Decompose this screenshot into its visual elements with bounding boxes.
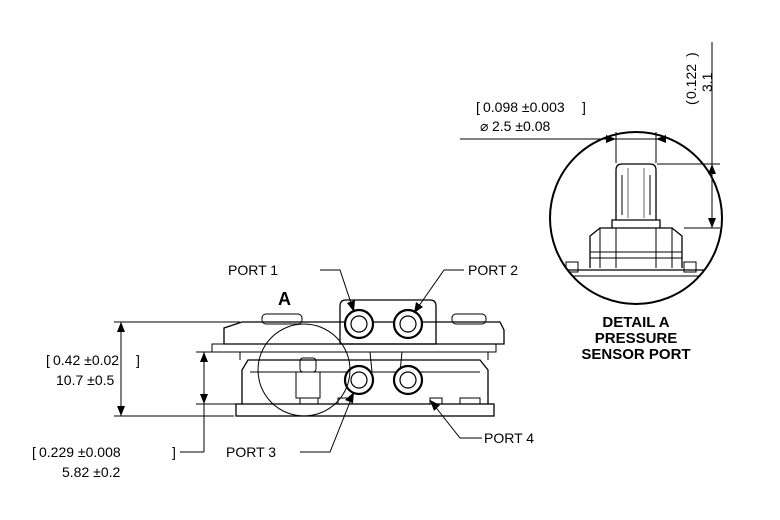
base-height-in: 0.229 ±0.008 xyxy=(39,444,121,460)
overall-height-in-bracket-close: ] xyxy=(136,352,140,368)
diameter-symbol-icon: ⌀ xyxy=(480,118,489,134)
overall-height-mm: 10.7 ±0.5 xyxy=(56,372,114,388)
base-height-in-bracket: [ xyxy=(32,444,36,460)
detail-a-sensor-port-drawing xyxy=(550,163,722,277)
detail-a-callout-label: A xyxy=(278,289,291,309)
detail-subtitle-line1: PRESSURE xyxy=(595,330,678,347)
detail-subtitle-line2: SENSOR PORT xyxy=(581,346,690,363)
port-1-label: PORT 1 xyxy=(228,262,278,278)
base-height-in-bracket-close: ] xyxy=(172,444,176,460)
detail-diameter-in-bracket: [ xyxy=(476,99,480,115)
detail-height-in-bracket: ( xyxy=(683,100,699,105)
detail-diameter-mm: 2.5 ±0.08 xyxy=(492,118,550,134)
detail-height-mm: 3.1 xyxy=(699,72,715,92)
overall-height-in: 0.42 ±0.02 xyxy=(53,352,119,368)
detail-title: DETAIL A xyxy=(602,314,669,331)
detail-a-callout-circle xyxy=(257,323,351,417)
port-2-label: PORT 2 xyxy=(468,262,518,278)
base-height-mm: 5.82 ±0.2 xyxy=(62,464,120,480)
detail-a-view: [ 0.098 ±0.003 ] ⌀ 2.5 ±0.08 ( 0.122 ) 3… xyxy=(460,42,723,363)
detail-height-in: 0.122 xyxy=(683,64,699,99)
detail-a-circle xyxy=(549,131,723,305)
detail-height-in-bracket-close: ) xyxy=(683,52,699,57)
overall-height-in-bracket: [ xyxy=(46,352,50,368)
port-4-label: PORT 4 xyxy=(484,430,534,446)
port-3-label: PORT 3 xyxy=(226,444,276,460)
detail-diameter-in-bracket-close: ] xyxy=(582,99,586,115)
main-view: A PORT 1 PORT 2 PORT 3 PORT 4 [ 0.42 ±0.… xyxy=(32,262,534,480)
detail-diameter-in: 0.098 ±0.003 xyxy=(483,99,565,115)
